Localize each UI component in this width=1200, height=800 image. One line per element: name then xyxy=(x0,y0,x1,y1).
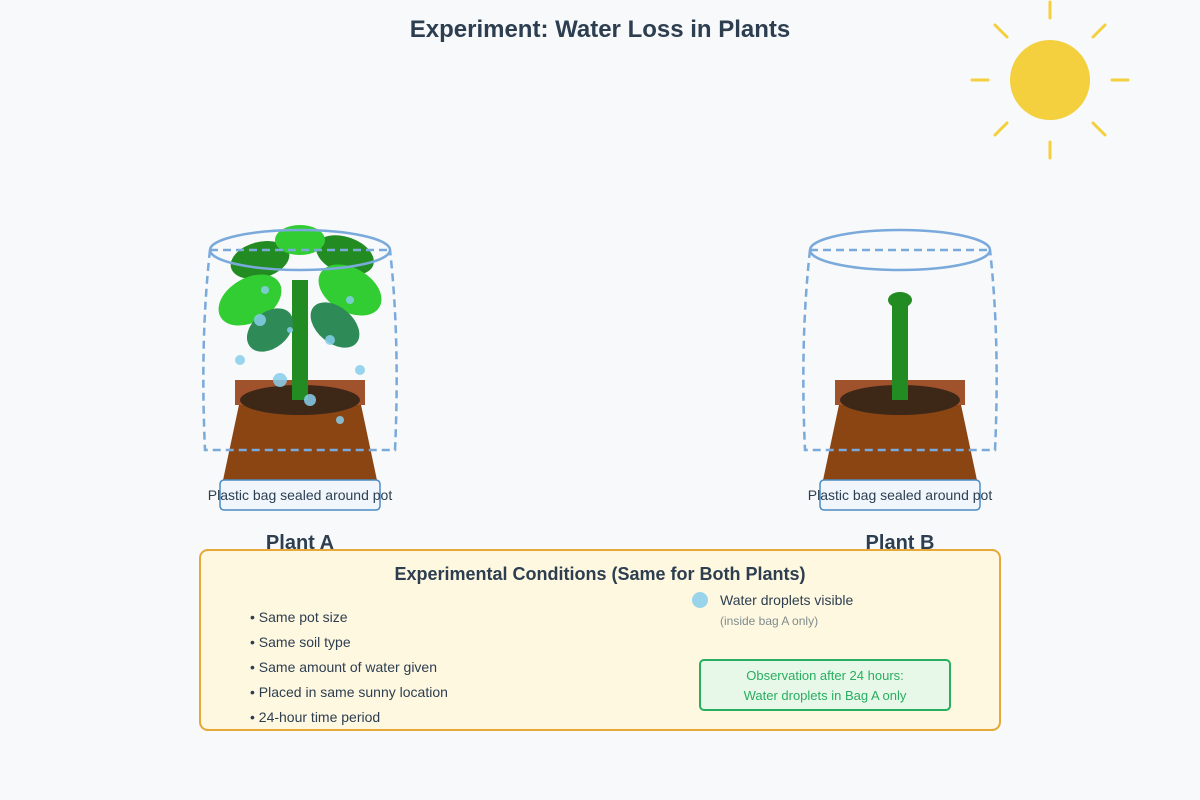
plant-a-bag-label-box xyxy=(219,479,381,511)
plant-b-bag-label: Plastic bag sealed around pot xyxy=(807,487,993,503)
observation-line-2: Water droplets in Bag A only xyxy=(743,688,907,703)
condition-item: • Same amount of water given xyxy=(250,659,437,675)
observation-text: Observation after 24 hours: Water drople… xyxy=(700,666,950,706)
plant-a-label: Plant A xyxy=(265,532,335,554)
sun-icon xyxy=(970,0,1130,160)
conditions-list: • Same pot size • Same soil type • Same … xyxy=(250,605,448,730)
legend-note: (inside bag A only) xyxy=(720,614,819,628)
conditions-title: Experimental Conditions (Same for Both P… xyxy=(394,564,806,584)
plant-b-pot xyxy=(822,380,978,485)
observation-box xyxy=(699,659,951,711)
diagram-title: Experiment: Water Loss in Plants xyxy=(409,16,791,43)
condition-item: • 24-hour time period xyxy=(250,709,381,725)
plant-b-label: Plant B xyxy=(865,532,935,554)
plant-a-bag-label: Plastic bag sealed around pot xyxy=(207,487,393,503)
plant-a-water-droplets xyxy=(235,286,365,424)
legend-label: Water droplets visible xyxy=(720,592,854,608)
condition-item: • Placed in same sunny location xyxy=(250,684,448,700)
plant-b-bag-label-box xyxy=(819,479,981,511)
condition-item: • Same pot size xyxy=(250,609,348,625)
water-droplet-icon xyxy=(692,592,708,608)
plant-b-plastic-bag xyxy=(802,228,998,452)
observation-line-1: Observation after 24 hours: xyxy=(746,668,904,683)
plant-a-plastic-bag xyxy=(202,228,398,452)
plant-b-bare-stem xyxy=(888,292,912,400)
condition-item: • Same soil type xyxy=(250,634,351,650)
